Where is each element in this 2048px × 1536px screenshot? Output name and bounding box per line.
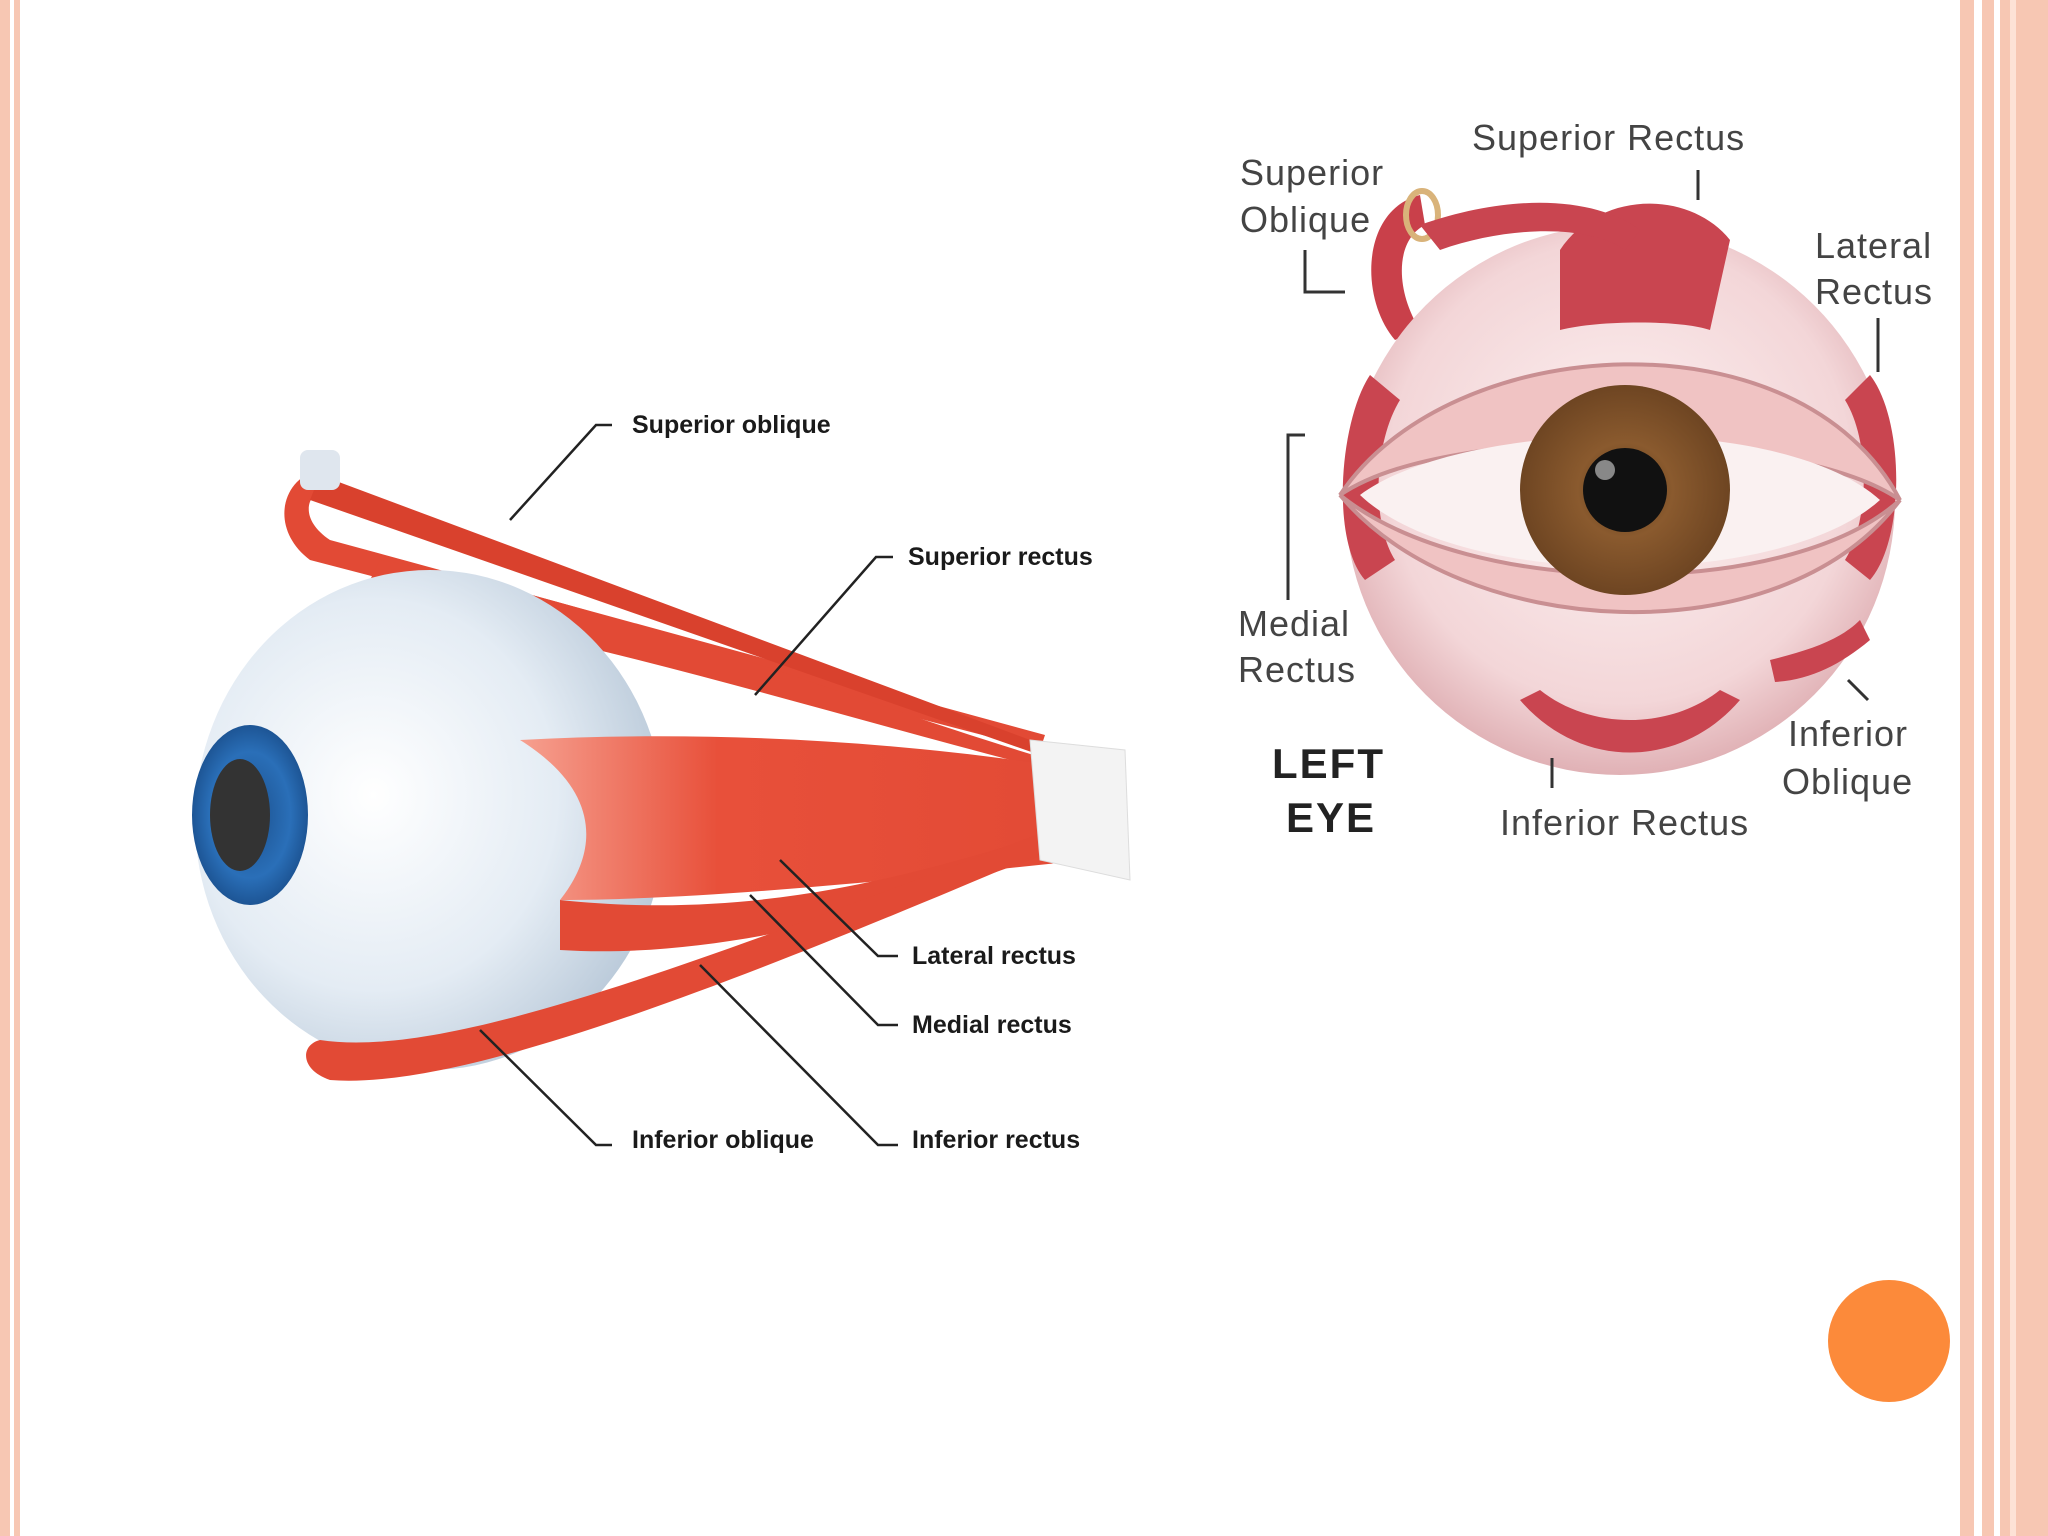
frame-left-stripe-inner xyxy=(14,0,20,1536)
inferior-oblique-muscle xyxy=(306,830,1060,1081)
pupil-right xyxy=(1583,448,1667,532)
frame-right-gap xyxy=(2010,0,2016,1536)
label-superior-rectus-front: Superior Rectus xyxy=(1472,117,1745,158)
pupil-left xyxy=(210,759,270,871)
frame-right-stripe xyxy=(1982,0,1994,1536)
label-superior-oblique: Superior oblique xyxy=(632,411,831,439)
eyeball-left xyxy=(195,570,665,1070)
lateral-rectus-muscle xyxy=(520,736,1085,900)
frontal-eye-illustration xyxy=(1338,188,1902,775)
frame-right-band xyxy=(2000,0,2048,1536)
label-inferior-rectus: Inferior rectus xyxy=(912,1126,1080,1154)
annulus-tendon xyxy=(1029,739,1131,881)
label-superior-rectus: Superior rectus xyxy=(908,543,1093,571)
label-inferior-oblique-front-line1: Inferior xyxy=(1788,713,1908,754)
lateral-eye-illustration xyxy=(192,450,1131,1081)
label-medial-rectus-front-line1: Medial xyxy=(1238,603,1350,644)
inferior-oblique-front xyxy=(1770,620,1870,682)
label-lateral-rectus-front-line1: Lateral xyxy=(1815,225,1932,266)
label-inferior-oblique: Inferior oblique xyxy=(632,1126,814,1154)
label-lateral-rectus-front-line2: Rectus xyxy=(1815,271,1933,312)
lower-eyelid xyxy=(1338,493,1902,615)
figure-title-line2: EYE xyxy=(1286,794,1376,841)
label-medial-rectus: Medial rectus xyxy=(912,1011,1072,1039)
right-leader-lines xyxy=(1286,170,1880,788)
label-superior-oblique-front-line2: Oblique xyxy=(1240,199,1371,240)
decorative-circle xyxy=(1828,1280,1950,1402)
frame-left-stripe xyxy=(0,0,10,1536)
frame-right-stripe xyxy=(1960,0,1974,1536)
figure-title-line1: LEFT xyxy=(1272,740,1385,787)
trochlea-front xyxy=(1403,188,1441,242)
label-superior-oblique-front-line1: Superior xyxy=(1240,152,1384,193)
trochlea xyxy=(300,450,340,490)
label-inferior-rectus-front: Inferior Rectus xyxy=(1500,802,1749,843)
label-inferior-oblique-front-line2: Oblique xyxy=(1782,761,1913,802)
left-leader-lines xyxy=(479,423,898,1147)
inferior-rectus-front xyxy=(1520,690,1740,753)
label-medial-rectus-front-line2: Rectus xyxy=(1238,649,1356,690)
inferior-rectus-muscle xyxy=(560,830,1070,952)
label-lateral-rectus: Lateral rectus xyxy=(912,942,1076,970)
